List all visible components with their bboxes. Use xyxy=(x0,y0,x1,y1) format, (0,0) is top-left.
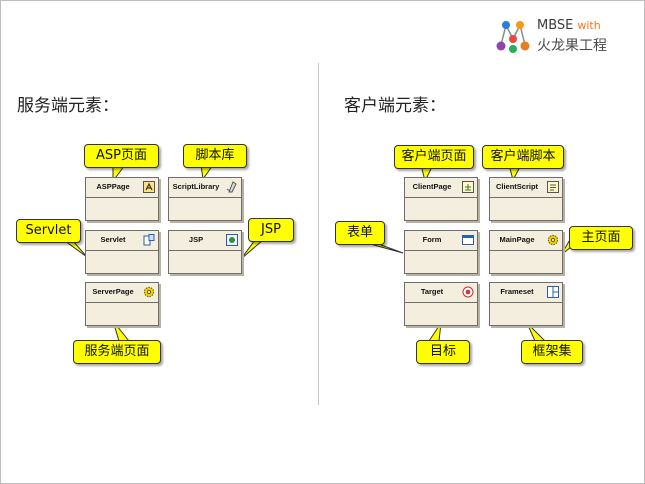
gear-icon xyxy=(143,286,155,298)
servlet-leader xyxy=(63,240,88,258)
element-header: Frameset xyxy=(490,283,562,303)
element-name: ServerPage xyxy=(92,287,134,296)
servlet-icon xyxy=(143,234,155,246)
section-divider xyxy=(318,63,319,405)
asp-page-icon xyxy=(143,181,155,193)
form-icon xyxy=(462,235,474,245)
element-header: JSP xyxy=(169,231,241,251)
client-elements-heading: 客户端元素： xyxy=(344,96,446,116)
jsp-page-icon xyxy=(226,234,238,246)
element-name: MainPage xyxy=(499,235,535,244)
gear-icon xyxy=(547,234,559,246)
asppage-element[interactable]: ASPPage xyxy=(85,177,159,221)
mainpage-element[interactable]: MainPage xyxy=(489,230,563,274)
target-element[interactable]: Target xyxy=(404,282,478,326)
element-name: ScriptLibrary xyxy=(172,182,220,191)
element-name: Target xyxy=(420,287,444,296)
logo-with-text: with xyxy=(577,19,601,32)
element-name: ASPPage xyxy=(96,182,130,191)
element-name: Servlet xyxy=(100,235,126,244)
callout-servlet: Servlet xyxy=(16,219,81,243)
form-element[interactable]: Form xyxy=(404,230,478,274)
element-header: ServerPage xyxy=(86,283,158,303)
clientscript-element[interactable]: ClientScript xyxy=(489,177,563,221)
element-header: MainPage xyxy=(490,231,562,251)
callout-client-page: 客户端页面 xyxy=(394,145,474,169)
servlet-element[interactable]: Servlet xyxy=(85,230,159,274)
logo-subtitle: 火龙果工程 xyxy=(537,38,607,54)
element-name: JSP xyxy=(188,235,204,244)
jsp-element[interactable]: JSP xyxy=(168,230,242,274)
element-header: Form xyxy=(405,231,477,251)
target-icon xyxy=(462,286,474,298)
element-name: ClientPage xyxy=(412,182,452,191)
frameset-icon xyxy=(547,286,559,298)
frameset-element[interactable]: Frameset xyxy=(489,282,563,326)
script-library-icon xyxy=(226,181,237,193)
callout-script-library: 脚本库 xyxy=(183,144,247,168)
callout-target: 目标 xyxy=(416,340,470,364)
element-name: ClientScript xyxy=(495,182,539,191)
callout-jsp: JSP xyxy=(248,218,294,242)
element-header: ClientScript xyxy=(490,178,562,198)
element-name: Form xyxy=(422,235,442,244)
serverpage-element[interactable]: ServerPage xyxy=(85,282,159,326)
client-script-icon xyxy=(547,181,559,193)
scriptlibrary-element[interactable]: ScriptLibrary xyxy=(168,177,242,221)
element-header: Target xyxy=(405,283,477,303)
callout-server-page: 服务端页面 xyxy=(73,340,161,364)
jsp-leader xyxy=(240,239,265,260)
element-header: ScriptLibrary xyxy=(169,178,241,198)
clientpage-element[interactable]: ClientPage xyxy=(404,177,478,221)
element-header: Servlet xyxy=(86,231,158,251)
callout-asp-page: ASP页面 xyxy=(84,144,159,168)
callout-main-page: 主页面 xyxy=(569,226,633,250)
callout-frameset: 框架集 xyxy=(521,340,583,364)
callout-form: 表单 xyxy=(335,221,385,245)
molecule-logo-icon xyxy=(496,21,530,53)
callout-client-script: 客户端脚本 xyxy=(482,145,564,169)
server-elements-heading: 服务端元素： xyxy=(17,96,119,116)
element-name: Frameset xyxy=(500,287,534,296)
logo-title-text: MBSE xyxy=(537,18,574,33)
element-header: ASPPage xyxy=(86,178,158,198)
client-page-icon xyxy=(462,181,474,193)
element-header: ClientPage xyxy=(405,178,477,198)
